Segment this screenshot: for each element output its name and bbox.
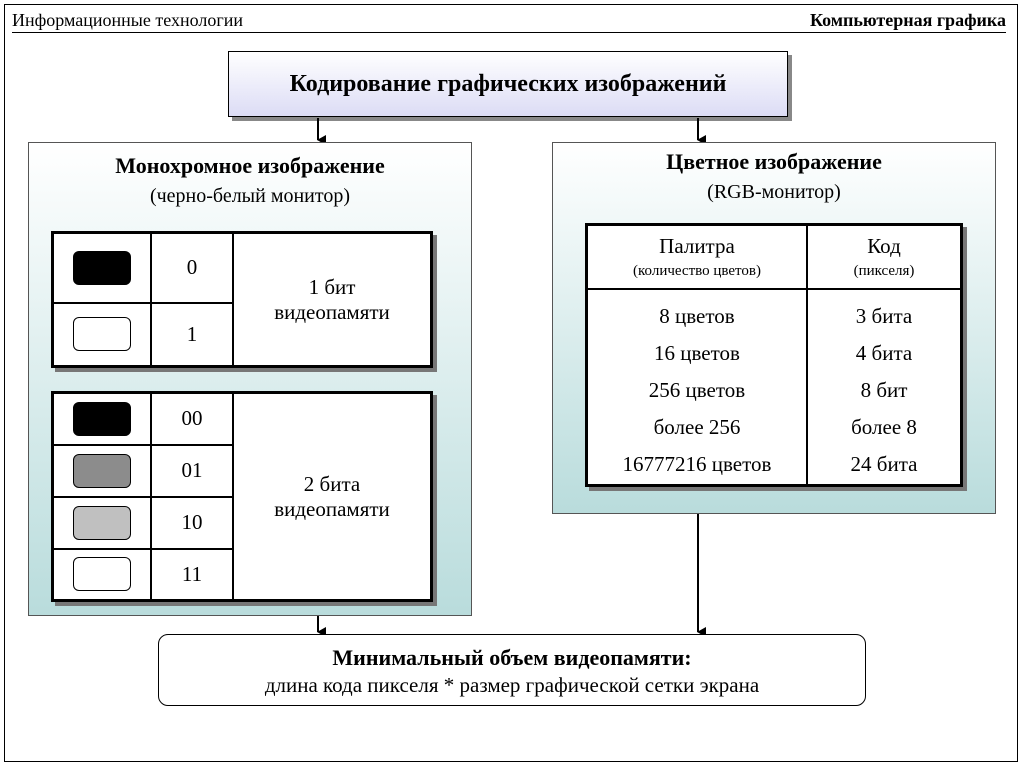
palette-header-title: Палитра xyxy=(659,234,735,258)
header-subject: Информационные технологии xyxy=(12,10,244,30)
swatch-cell xyxy=(51,495,152,550)
swatch-cell xyxy=(51,443,152,498)
swatch-cell xyxy=(51,547,152,602)
bits-label-line2: видеопамяти xyxy=(274,496,390,521)
main-title: Кодирование графических изображений xyxy=(289,70,727,97)
swatch-cell xyxy=(51,301,152,368)
palette-header: Палитра (количество цветов) xyxy=(585,223,808,290)
dark-gray-swatch xyxy=(73,453,131,488)
code-cell: 11 xyxy=(150,547,234,602)
swatch-cell xyxy=(51,391,152,446)
code-cell: 01 xyxy=(150,443,234,498)
palette-value: более 256 xyxy=(653,415,741,439)
palette-value: 16777216 цветов xyxy=(622,452,772,476)
slide-frame xyxy=(4,4,1018,762)
code-value: 8 бит xyxy=(860,378,908,402)
white-swatch xyxy=(73,557,131,592)
color-subtitle: (RGB-монитор) xyxy=(707,181,841,203)
code-value: более 8 xyxy=(851,415,917,439)
code-value: 3 бита xyxy=(855,304,913,328)
monochrome-panel: Монохромное изображение (черно-белый мон… xyxy=(28,142,472,616)
bits-label-cell: 2 бита видеопамяти xyxy=(232,391,433,602)
palette-value: 8 цветов xyxy=(659,304,735,328)
black-swatch xyxy=(73,250,131,285)
code-header: Код (пикселя) xyxy=(806,223,963,290)
code-column: 3 бита 4 бита 8 бит более 8 24 бита xyxy=(806,288,963,487)
code-cell: 0 xyxy=(150,231,234,304)
main-title-box: Кодирование графических изображений xyxy=(228,51,788,117)
monochrome-title: Монохромное изображение xyxy=(115,153,385,178)
code-value: 4 бита xyxy=(855,341,913,365)
palette-header-sub: (количество цветов) xyxy=(633,263,761,279)
black-swatch xyxy=(73,401,131,436)
palette-value: 16 цветов xyxy=(654,341,740,365)
formula-text: длина кода пикселя * размер графической … xyxy=(264,673,760,697)
code-cell: 1 xyxy=(150,301,234,368)
monochrome-subtitle: (черно-белый монитор) xyxy=(149,185,351,207)
formula-title: Минимальный объем видеопамяти: xyxy=(332,645,692,670)
code-header-sub: (пикселя) xyxy=(853,263,915,279)
bits-label-line1: 2 бита xyxy=(303,471,361,496)
header-topic: Компьютерная графика xyxy=(809,10,1006,30)
color-title: Цветное изображение xyxy=(666,149,882,174)
header-divider xyxy=(12,32,1006,33)
code-value: 24 бита xyxy=(850,452,918,476)
palette-value: 256 цветов xyxy=(648,378,746,402)
palette-column: 8 цветов 16 цветов 256 цветов более 256 … xyxy=(585,288,808,487)
code-header-title: Код xyxy=(867,234,901,258)
swatch-cell xyxy=(51,231,152,304)
white-swatch xyxy=(73,317,131,352)
bits-label-cell: 1 бит видеопамяти xyxy=(232,231,433,368)
color-panel: Цветное изображение (RGB-монитор) Палитр… xyxy=(552,142,996,514)
code-cell: 10 xyxy=(150,495,234,550)
code-cell: 00 xyxy=(150,391,234,446)
light-gray-swatch xyxy=(73,505,131,540)
formula-box: Минимальный объем видеопамяти: длина код… xyxy=(158,634,866,706)
rgb-table: Палитра (количество цветов) Код (пикселя… xyxy=(585,223,963,487)
mono-1bit-table: 0 1 бит видеопамяти 1 xyxy=(51,231,433,368)
bits-label-line1: 1 бит xyxy=(308,274,356,299)
mono-2bit-table: 00 2 бита видеопамяти 01 10 11 xyxy=(51,391,433,602)
bits-label-line2: видеопамяти xyxy=(274,299,390,324)
